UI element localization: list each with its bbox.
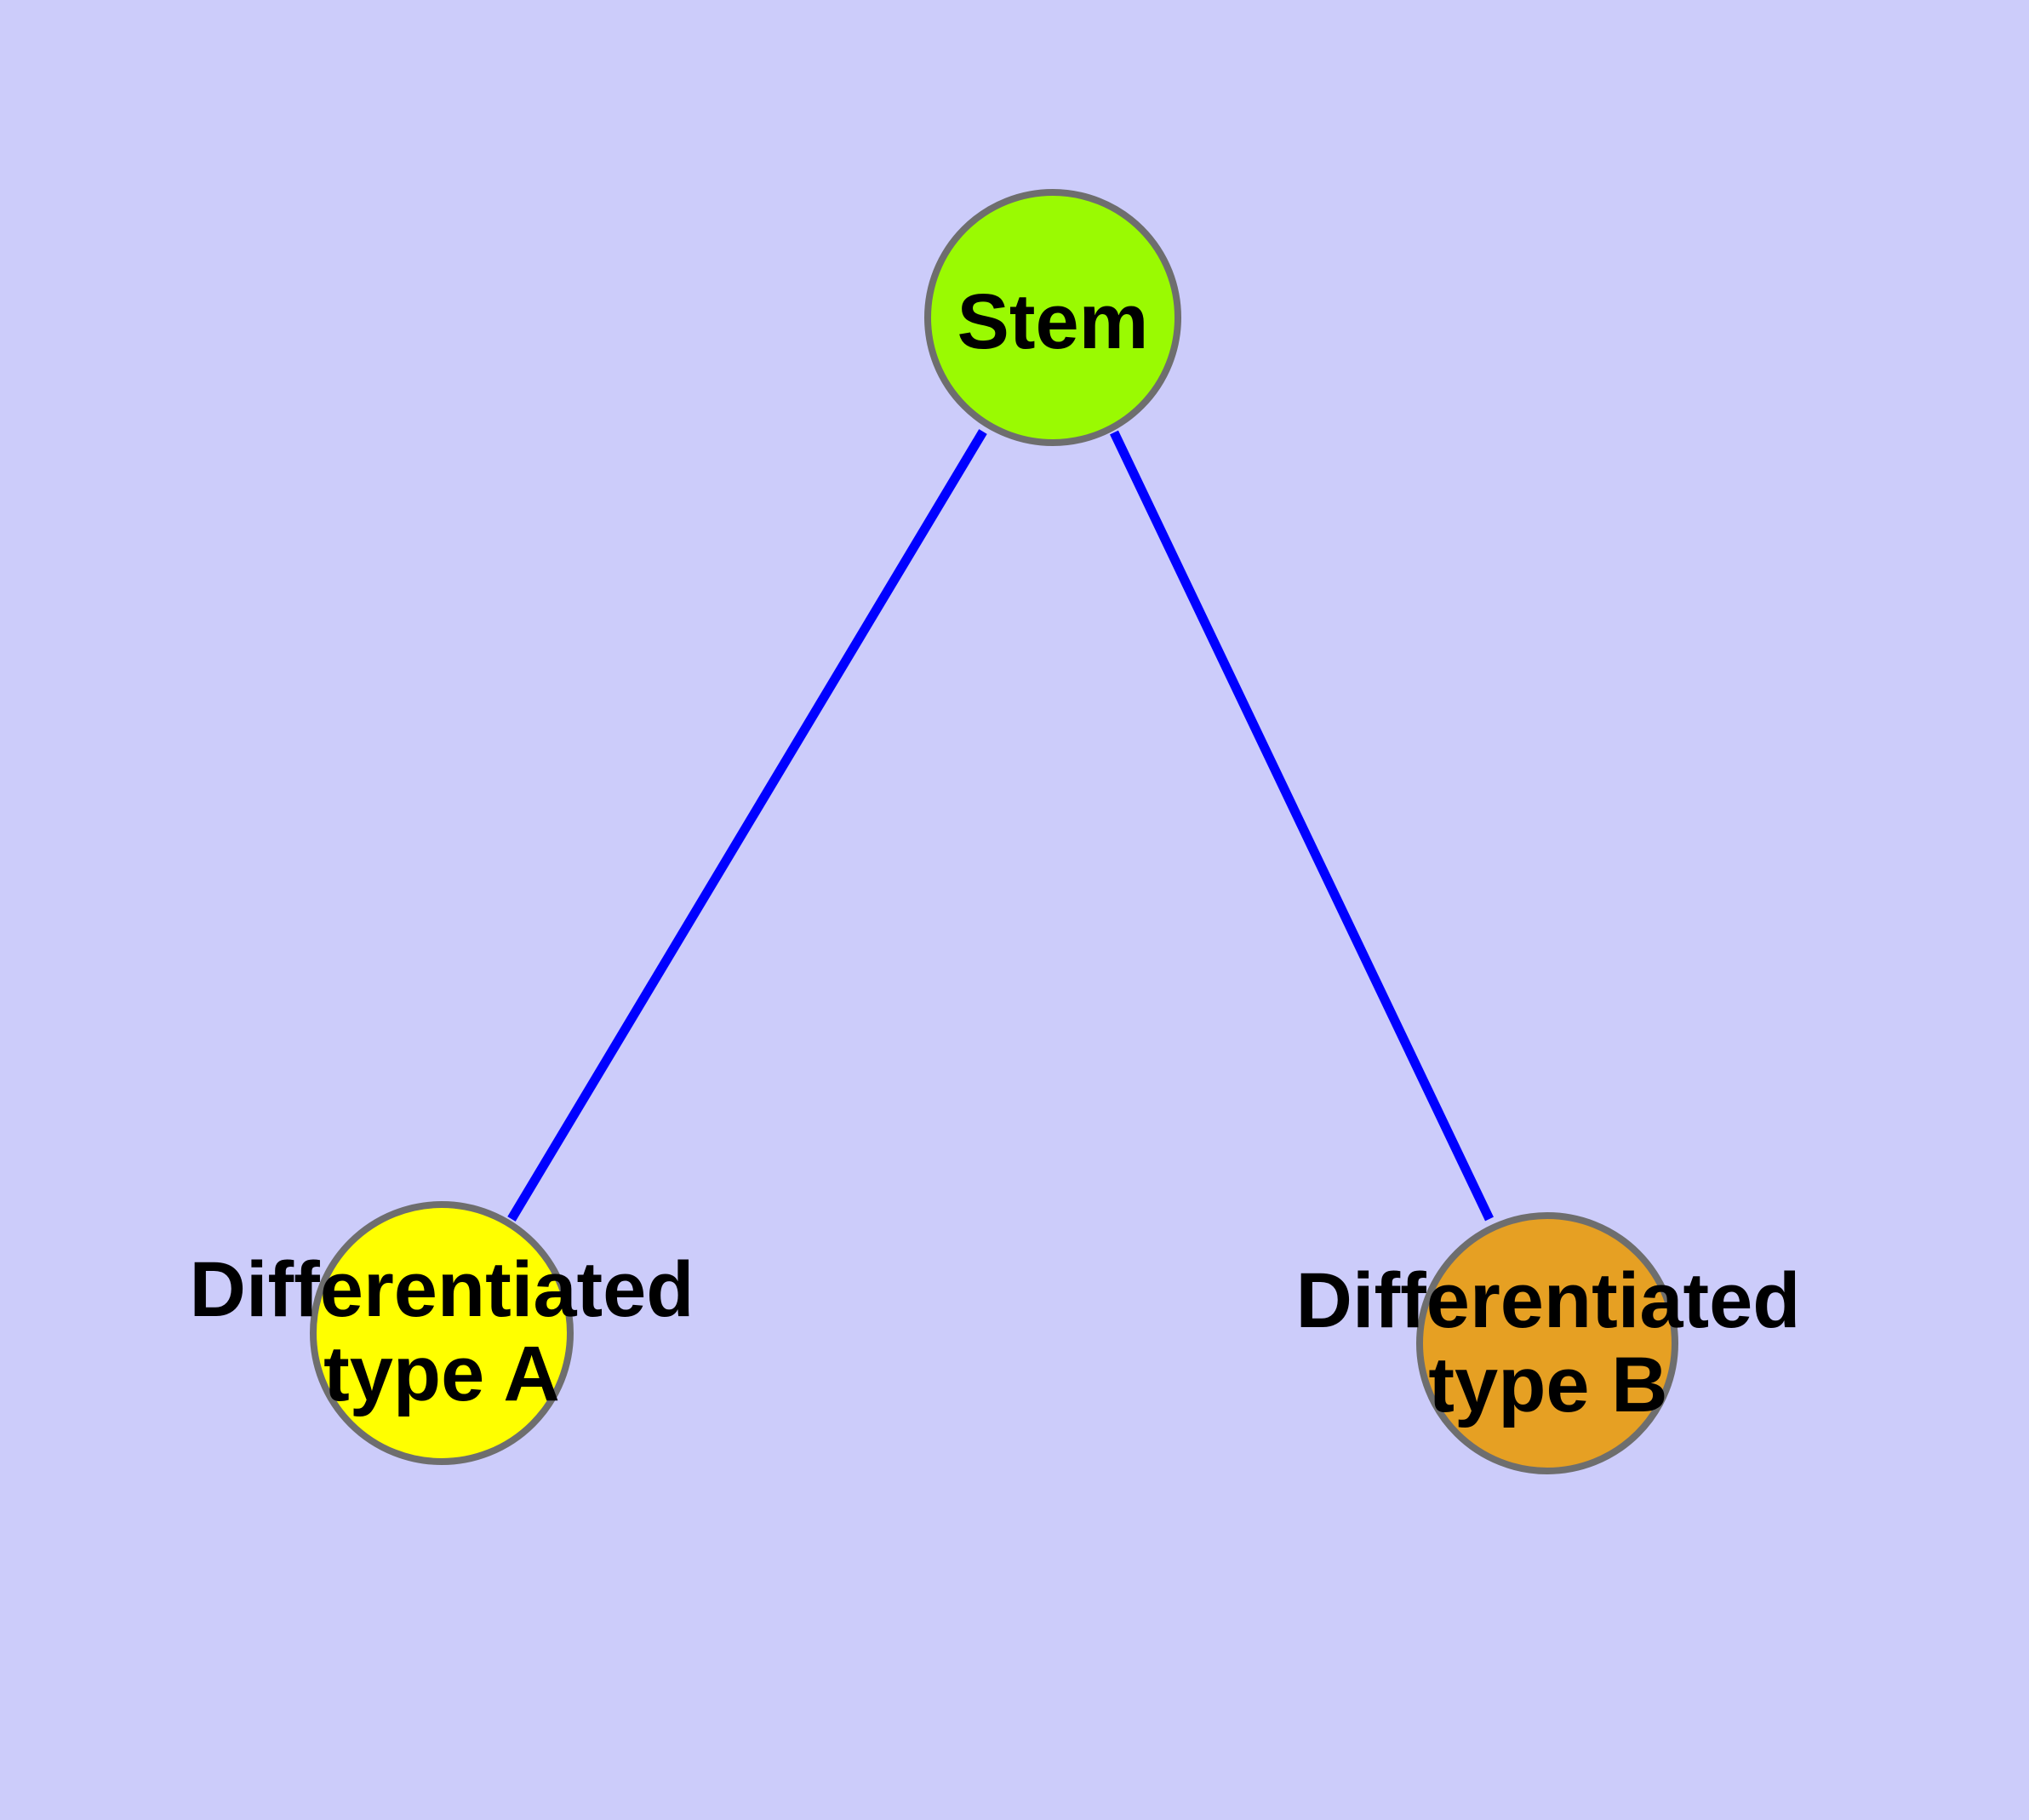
edge-stem-to-diff-b (1110, 430, 1494, 1222)
node-differentiated-type-b[interactable] (1416, 1212, 1678, 1474)
node-differentiated-type-a[interactable] (310, 1201, 574, 1465)
edge-stem-to-diff-a (507, 429, 987, 1222)
node-stem[interactable] (924, 189, 1181, 446)
